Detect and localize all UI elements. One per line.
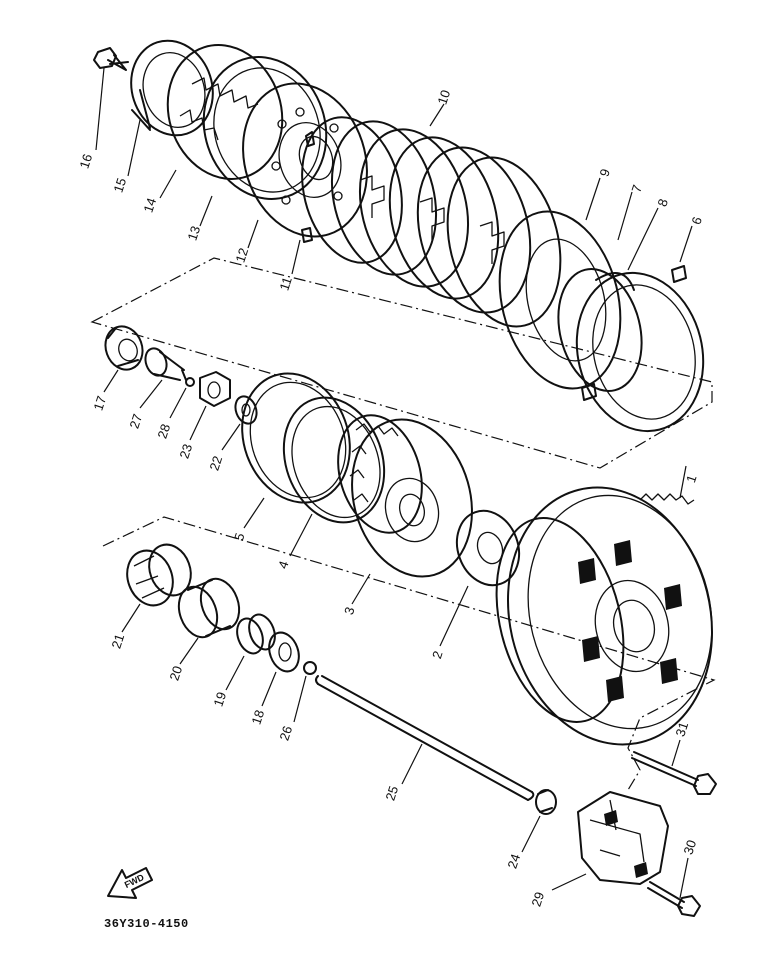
label-25: 25	[382, 784, 401, 802]
cover-29	[551, 791, 669, 891]
needle-bearing-21	[121, 543, 192, 633]
push-piece-27	[139, 347, 187, 409]
label-3: 3	[341, 605, 358, 617]
plate-9	[498, 177, 622, 390]
label-20: 20	[166, 664, 185, 682]
label-9: 9	[596, 167, 613, 179]
label-10: 10	[434, 88, 453, 106]
ball-26	[293, 661, 317, 723]
label-24: 24	[504, 852, 523, 870]
spacer-20	[177, 577, 241, 665]
ring-5	[241, 372, 351, 529]
label-17: 17	[90, 394, 109, 412]
label-19: 19	[210, 690, 229, 708]
seal-24	[521, 789, 557, 853]
label-8: 8	[654, 197, 671, 209]
clutch-boss-3	[337, 414, 473, 605]
ring-4	[282, 396, 386, 557]
label-22: 22	[206, 454, 225, 472]
label-2: 2	[429, 649, 446, 661]
diagram-code: 36Y310-4150	[104, 917, 189, 931]
clutch-plate-stack	[291, 103, 562, 328]
ring-7	[557, 191, 643, 392]
circlip-8	[595, 207, 659, 291]
label-29: 29	[528, 890, 547, 908]
nut-23	[189, 371, 231, 441]
label-23: 23	[176, 442, 195, 460]
bearing-17	[103, 325, 144, 393]
clutch-housing-1	[495, 465, 713, 746]
upper-group-outline	[90, 257, 713, 469]
bolt-16	[93, 47, 129, 151]
label-13: 13	[184, 224, 203, 242]
push-rod-25	[315, 675, 535, 801]
label-30: 30	[680, 838, 699, 856]
washer-2	[439, 509, 521, 647]
label-31: 31	[672, 720, 691, 738]
label-26: 26	[276, 724, 295, 742]
label-16: 16	[76, 152, 95, 170]
label-15: 15	[110, 176, 129, 194]
lower-group-outline	[102, 516, 716, 791]
label-18: 18	[248, 708, 267, 726]
label-11: 11	[276, 275, 294, 292]
label-4: 4	[275, 559, 292, 571]
label-1: 1	[683, 473, 700, 485]
label-5: 5	[231, 531, 248, 543]
bolt-30	[647, 857, 701, 917]
label-27: 27	[126, 412, 145, 430]
plate-14	[159, 44, 284, 199]
plate-15	[127, 39, 214, 177]
bushing-19	[225, 613, 276, 691]
plate-6	[575, 225, 705, 433]
label-6: 6	[688, 215, 705, 227]
label-28: 28	[154, 422, 173, 440]
pressure-plate-12	[242, 82, 368, 249]
label-7: 7	[628, 183, 645, 195]
bolt-31	[631, 739, 717, 795]
washer-18	[261, 631, 300, 707]
label-21: 21	[108, 632, 127, 650]
label-12: 12	[232, 246, 251, 264]
lock-washer-22	[221, 395, 258, 451]
forward-arrow-icon: FWD	[107, 867, 153, 899]
part-labels: 16 15 14 13 12 11 10 9 7 8 6 17 27 28 23…	[76, 88, 705, 908]
ball-28	[169, 377, 195, 419]
label-14: 14	[140, 196, 159, 214]
